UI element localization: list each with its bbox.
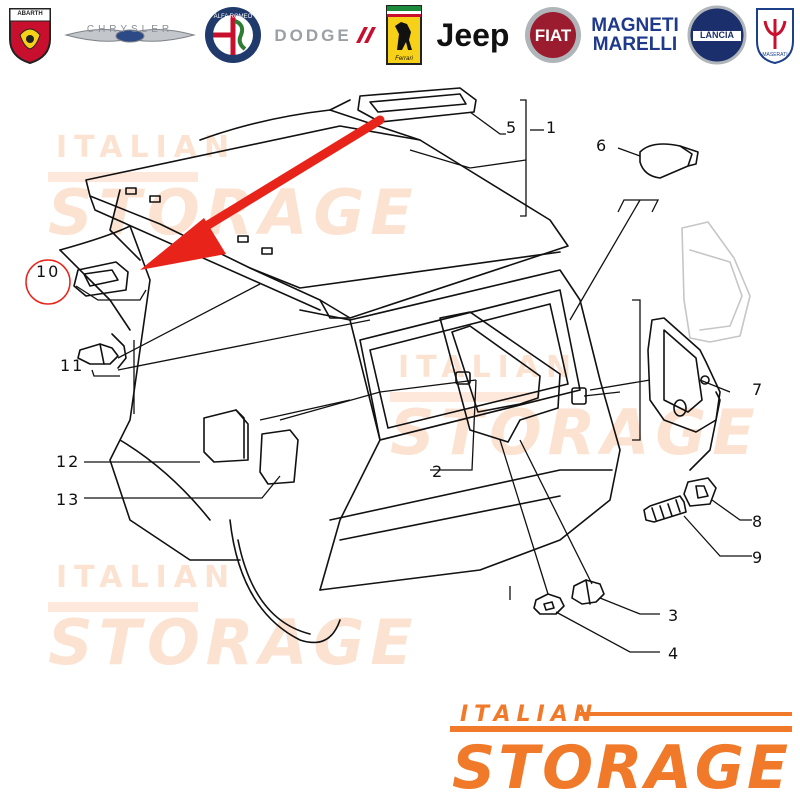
callout-8: 8 <box>752 512 765 531</box>
abarth-shield-icon <box>9 8 51 65</box>
highlight-arrow <box>140 115 385 270</box>
dodge-logo: DODGE <box>270 4 380 66</box>
callout-5: 5 <box>506 118 519 137</box>
callout-9: 9 <box>752 548 765 567</box>
logo-bar-right <box>578 712 792 716</box>
lancia-badge-icon <box>687 5 747 65</box>
magneti-marelli-logo: MAGNETI MARELLI <box>591 15 679 55</box>
chrysler-wings-icon <box>64 28 196 43</box>
callout-4: 4 <box>668 644 681 663</box>
ferrari-shield-icon <box>386 5 422 65</box>
maserati-trident-icon <box>756 8 794 65</box>
alfa-romeo-logo: ALFA ROMEO <box>202 4 264 66</box>
callout-3: 3 <box>668 606 681 625</box>
callout-12: 12 <box>56 452 81 471</box>
alfa-romeo-badge-icon <box>205 7 261 63</box>
jeep-logo: Jeep <box>436 17 510 53</box>
callout-7: 7 <box>752 380 765 399</box>
fiat-badge-icon <box>525 7 581 63</box>
ferrari-logo: Ferrari <box>384 4 424 66</box>
callout-2: 2 <box>432 462 445 481</box>
watermark-bar-1 <box>48 172 198 182</box>
brand-strip: ABARTH CHRYSLER ALFA ROMEO DODGE <box>0 0 800 72</box>
watermark-bar-2 <box>390 392 540 402</box>
watermark-bar-3 <box>48 602 198 612</box>
exploded-parts-diagram <box>25 87 752 653</box>
maserati-logo: MASERATI <box>752 4 798 66</box>
abarth-logo: ABARTH <box>2 4 58 66</box>
callout-6: 6 <box>596 136 609 155</box>
dodge-stripes-icon <box>355 27 376 43</box>
lancia-logo: LANCIA <box>686 4 748 66</box>
logo-italian: ITALIAN <box>460 702 599 727</box>
callout-10: 10 <box>36 262 61 281</box>
callout-11: 11 <box>60 356 85 375</box>
fiat-logo: FIAT <box>522 4 584 66</box>
logo-storage: STORAGE <box>452 733 792 803</box>
chrysler-logo: CHRYSLER <box>62 4 198 66</box>
logo-bar-top <box>450 726 792 732</box>
highlight-circle <box>25 259 71 305</box>
callout-1: 1 <box>546 118 559 137</box>
callout-13: 13 <box>56 490 81 509</box>
